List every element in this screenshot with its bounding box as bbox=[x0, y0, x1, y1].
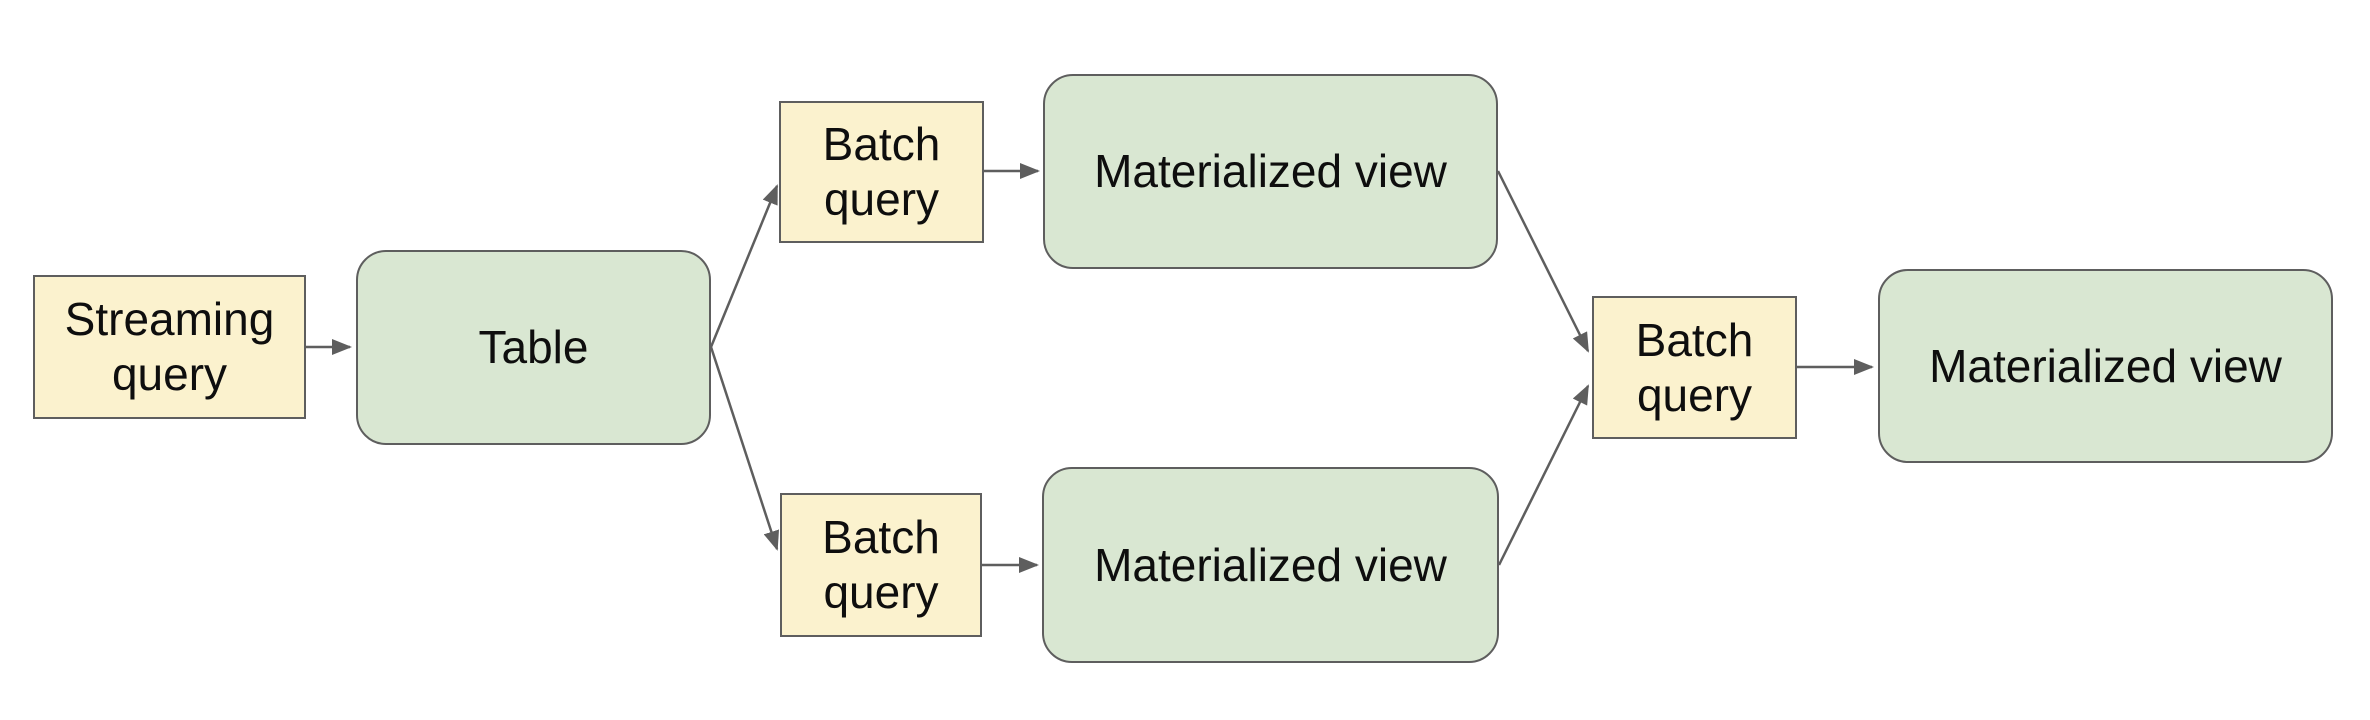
node-label: Batch query bbox=[822, 118, 941, 225]
node-batch-query-right: Batch query bbox=[1592, 296, 1797, 439]
node-label: Batch query bbox=[1635, 313, 1754, 421]
edge-table-to-batch-query-bottom bbox=[709, 346, 780, 551]
node-materialized-view-bottom: Materialized view bbox=[1042, 467, 1499, 663]
node-materialized-view-right: Materialized view bbox=[1878, 269, 2333, 463]
node-streaming-query: Streaming query bbox=[33, 275, 306, 419]
edge-materialized-view-top-to-batch-query-right bbox=[1496, 170, 1590, 353]
node-table: Table bbox=[356, 250, 711, 445]
node-label: Streaming query bbox=[64, 293, 275, 400]
node-label: Materialized view bbox=[1094, 538, 1447, 591]
node-label: Materialized view bbox=[1929, 339, 2282, 392]
node-batch-query-top: Batch query bbox=[779, 101, 984, 243]
node-label: Materialized view bbox=[1094, 145, 1447, 198]
edge-table-to-batch-query-top bbox=[709, 184, 779, 348]
edge-materialized-view-bottom-to-batch-query-right bbox=[1497, 384, 1590, 566]
node-batch-query-bottom: Batch query bbox=[780, 493, 982, 637]
node-label: Table bbox=[478, 321, 589, 374]
node-materialized-view-top: Materialized view bbox=[1043, 74, 1498, 269]
node-label: Batch query bbox=[822, 511, 940, 618]
